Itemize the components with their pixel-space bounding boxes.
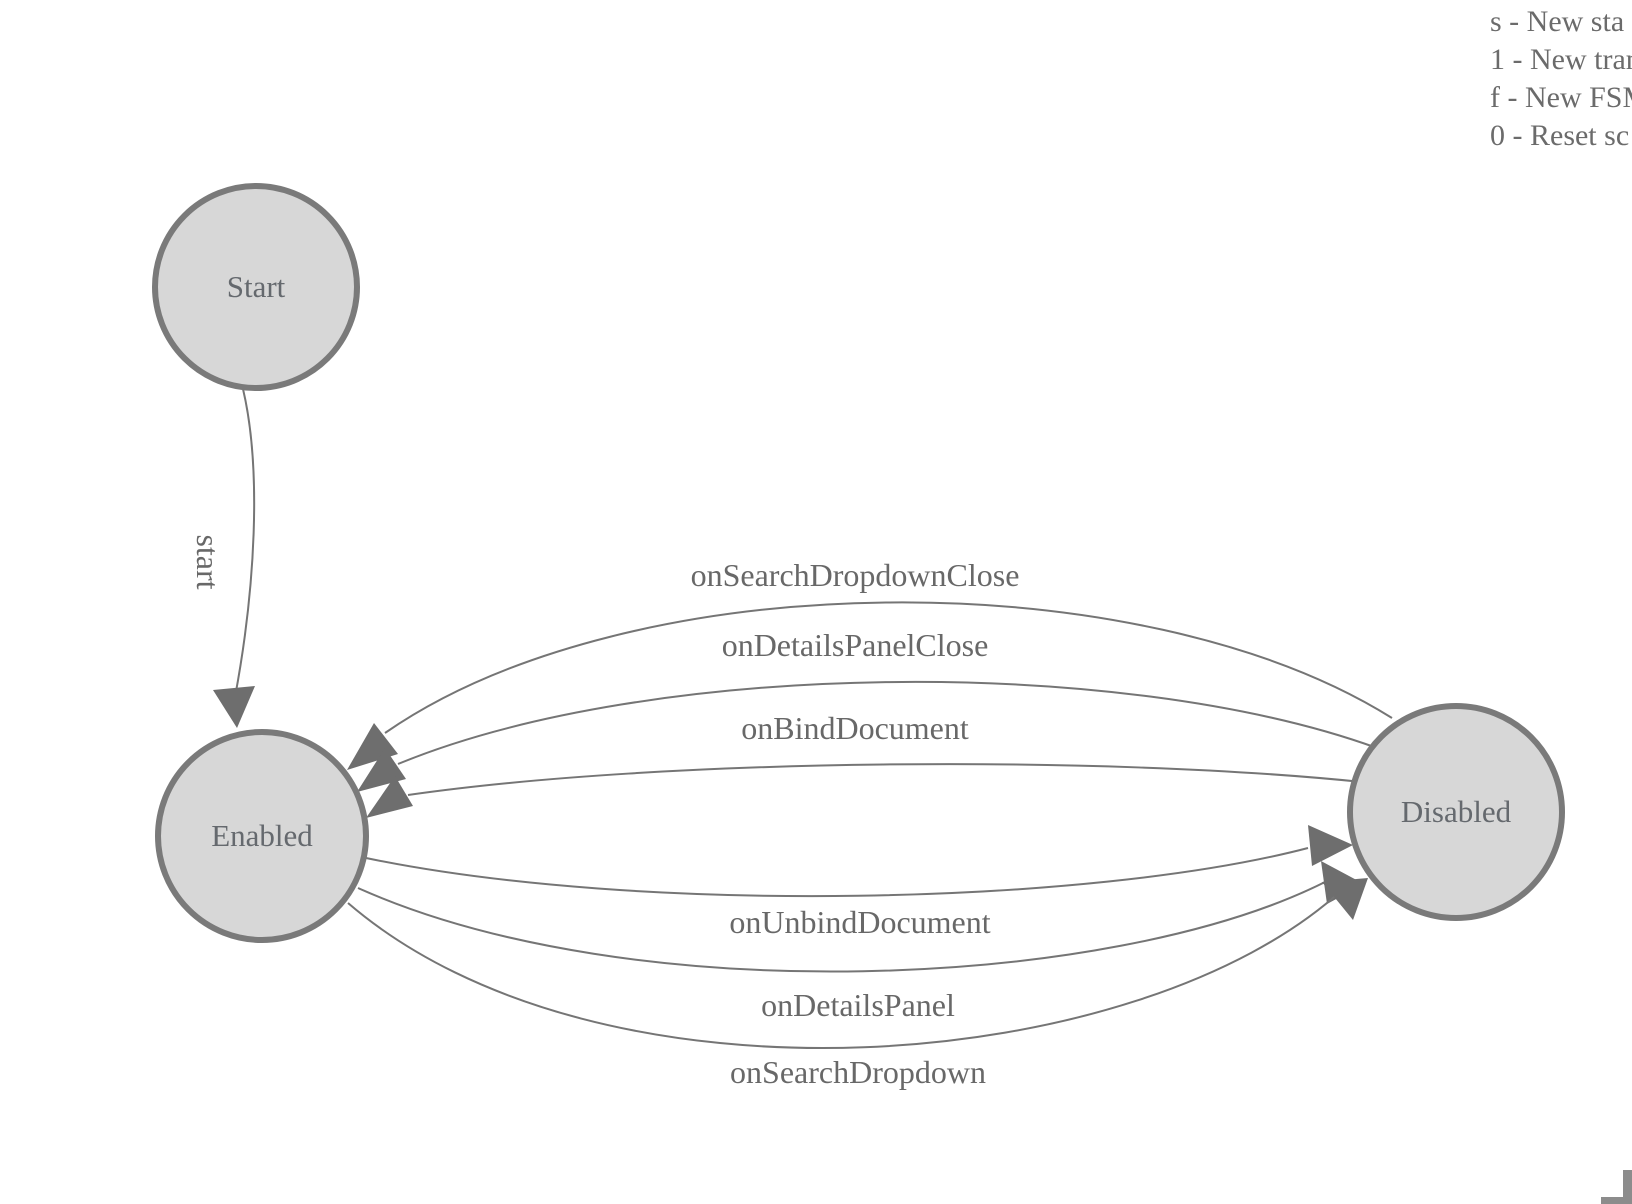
arrowhead-icon [347,723,398,770]
edge-label-onUnbindDocument: onUnbindDocument [729,904,990,940]
legend-line-new-state: s - New sta [1490,5,1625,38]
edge-label-onDetailsPanelClose: onDetailsPanelClose [722,627,989,663]
state-node-enabled[interactable]: Enabled [155,729,369,943]
horizontal-scrollbar-thumb[interactable] [1601,1197,1632,1204]
legend-line-reset: 0 - Reset sc [1490,119,1630,152]
state-circle-enabled[interactable] [155,729,369,943]
edge-start-path[interactable] [234,388,256,698]
state-label-disabled: Disabled [1401,794,1512,829]
edge-onDetailsPanelClose-path[interactable] [397,680,1378,765]
edge-onDetailsPanel[interactable]: onDetailsPanel [357,861,1364,1023]
state-node-start[interactable]: Start [152,183,360,391]
edge-label-start: start [190,534,226,589]
edge-onBindDocument-path[interactable] [407,763,1363,796]
edge-onUnbindDocument-path[interactable] [365,847,1309,898]
edge-onSearchDropdown[interactable]: onSearchDropdown [347,878,1368,1090]
edge-onSearchDropdown-path[interactable] [347,889,1343,1050]
arrowhead-icon [366,776,413,818]
edge-label-onSearchDropdownClose: onSearchDropdownClose [691,557,1020,593]
edge-label-onDetailsPanel: onDetailsPanel [761,987,955,1023]
edge-onBindDocument[interactable]: onBindDocument [366,710,1363,818]
edge-onSearchDropdownClose[interactable]: onSearchDropdownClose [347,557,1393,770]
edge-onDetailsPanel-path[interactable] [357,881,1326,973]
arrowhead-icon [213,686,255,728]
legend-line-new-fsm: f - New FSM [1490,81,1632,114]
edge-onSearchDropdownClose-path[interactable] [384,601,1393,734]
edge-onUnbindDocument[interactable]: onUnbindDocument [365,825,1353,940]
state-node-disabled[interactable]: Disabled [1347,703,1565,921]
vertical-scrollbar-thumb[interactable] [1623,1170,1632,1204]
state-circle-disabled[interactable] [1347,703,1565,921]
state-label-start: Start [227,269,286,304]
edge-start[interactable]: start [190,388,256,728]
edge-label-onSearchDropdown: onSearchDropdown [730,1054,986,1090]
edge-label-onBindDocument: onBindDocument [741,710,969,746]
arrowhead-icon [1308,825,1353,866]
hotkey-legend: s - New sta 1 - New tran f - New FSM 0 -… [1490,3,1632,155]
arrowhead-icon [1322,878,1368,920]
edge-onDetailsPanelClose[interactable]: onDetailsPanelClose [357,627,1378,792]
state-circle-start[interactable] [152,183,360,391]
state-label-enabled: Enabled [211,818,313,853]
legend-line-new-transition: 1 - New tran [1490,43,1632,76]
